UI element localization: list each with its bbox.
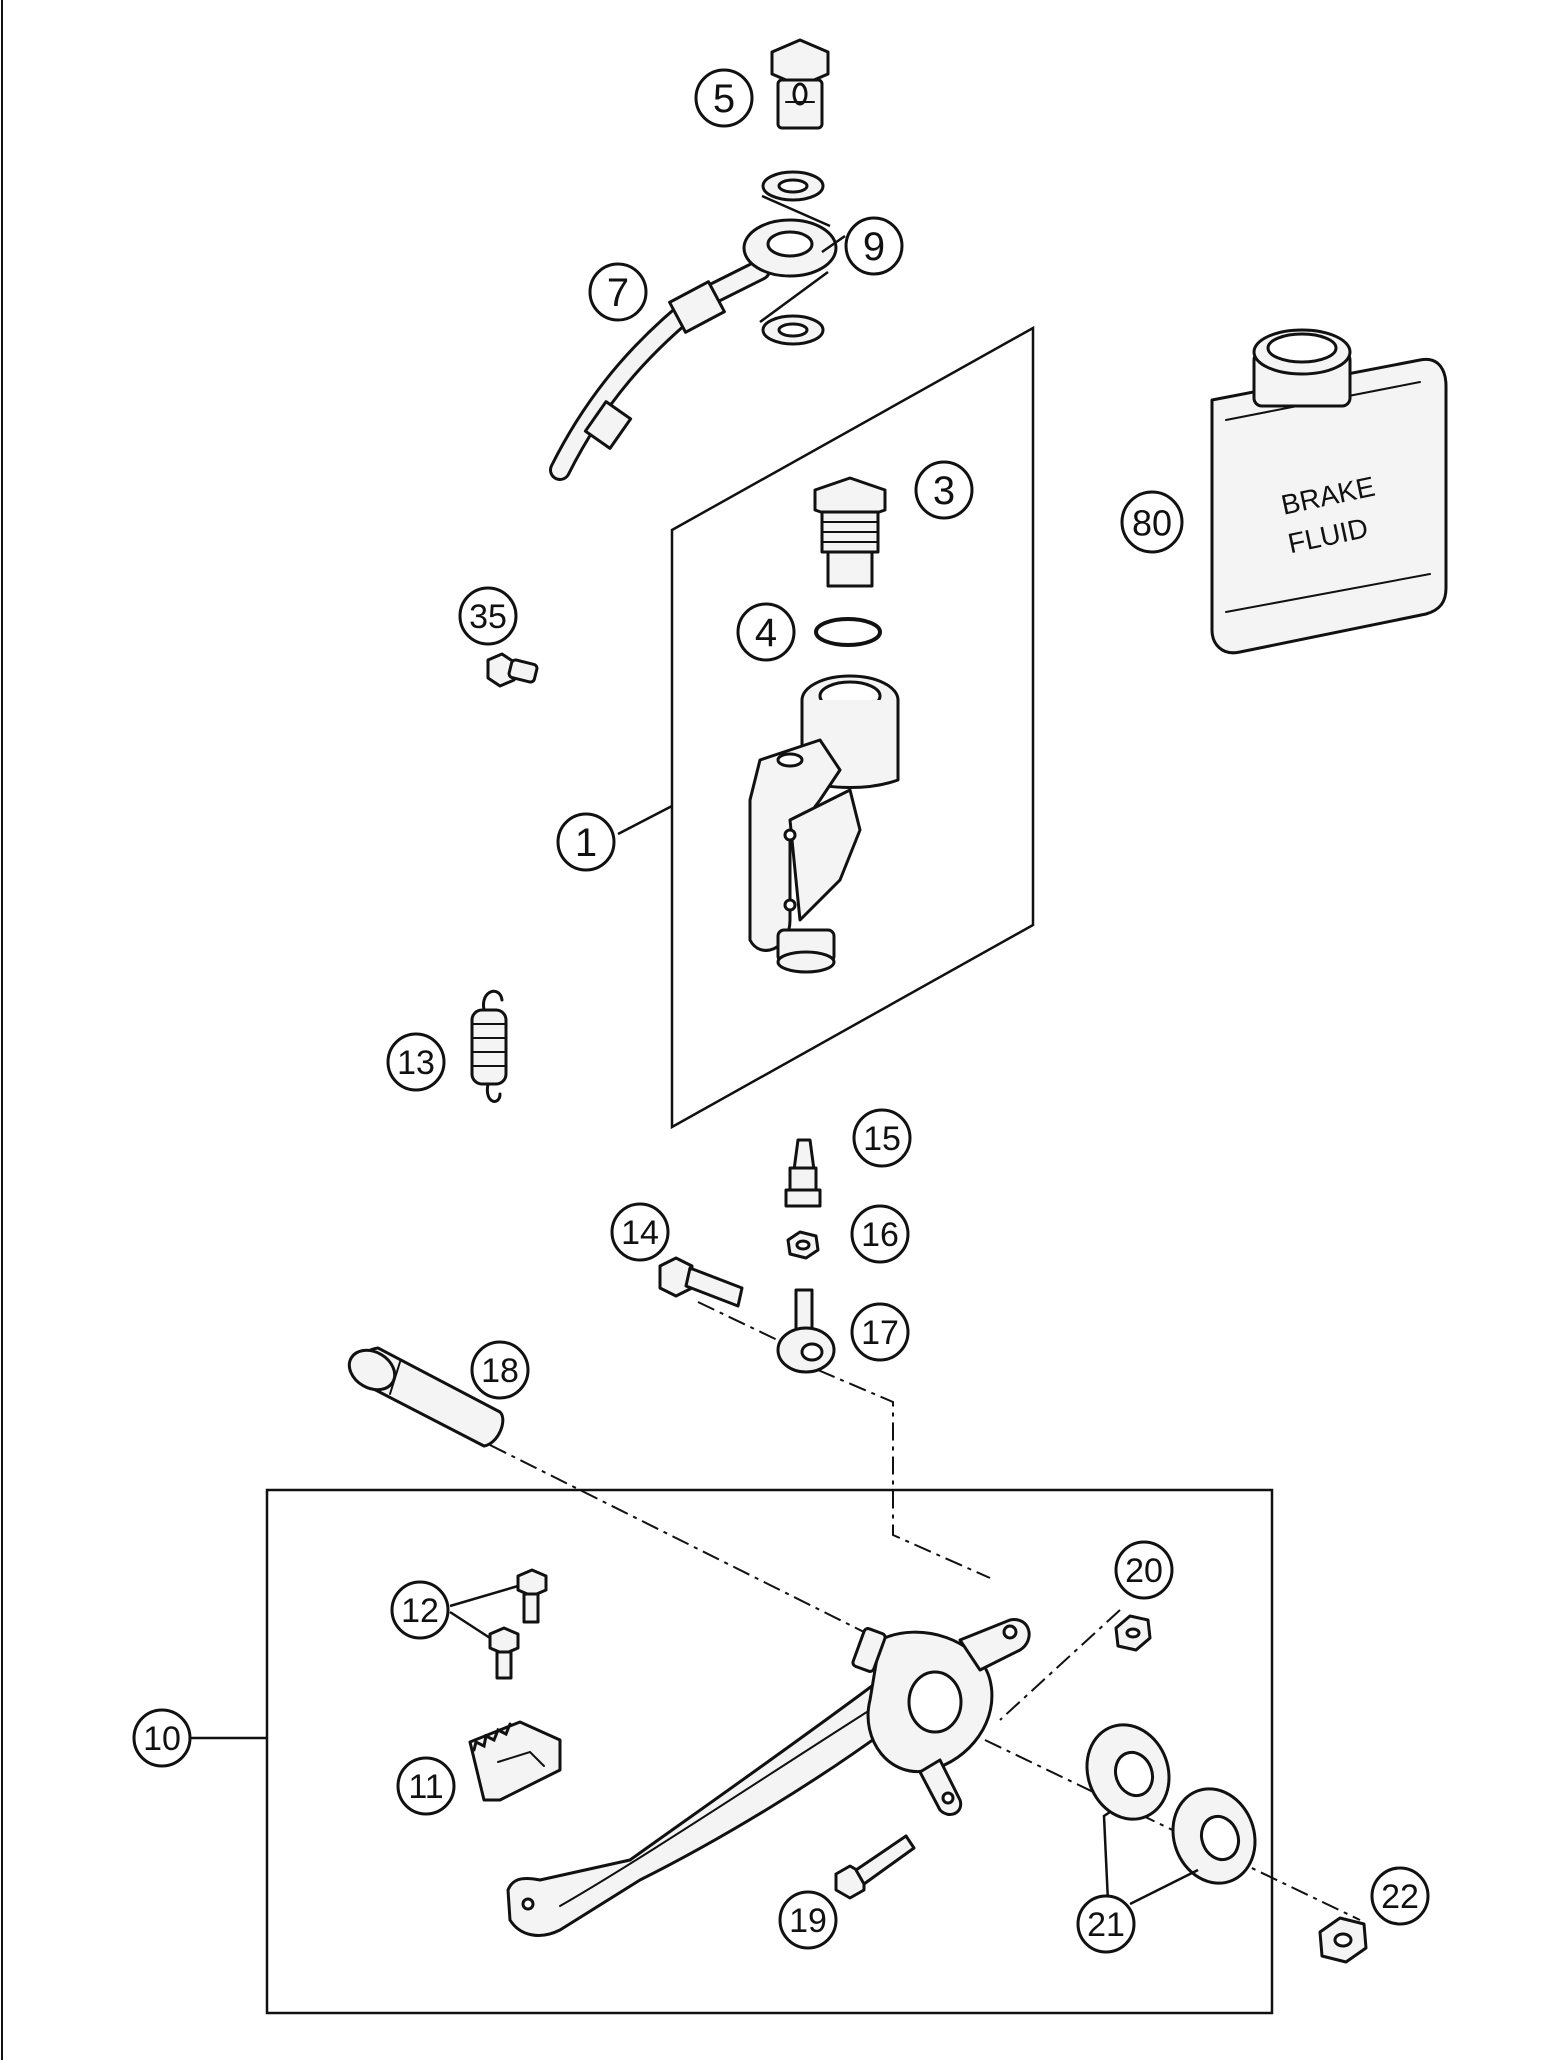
bolt-19 <box>834 1834 916 1900</box>
callout-14: 14 <box>610 1202 670 1262</box>
callout-7-text: 7 <box>607 271 629 315</box>
sealing-washers <box>761 170 825 346</box>
leader-21-right <box>1129 1868 1199 1906</box>
callout-18-text: 18 <box>481 1352 519 1390</box>
callout-22: 22 <box>1370 1866 1430 1926</box>
callout-9: 9 <box>844 216 904 276</box>
bolt-14 <box>658 1256 744 1308</box>
callout-16-text: 16 <box>861 1216 899 1254</box>
pin-axis-line <box>489 1444 881 1641</box>
reservoir-connector <box>813 476 887 588</box>
callout-3: 3 <box>914 460 974 520</box>
leader-21-left <box>1102 1810 1111 1903</box>
master-cylinder-frame <box>670 325 1035 1130</box>
brake-line <box>549 218 838 481</box>
brake-fluid-can: BRAKE FLUID <box>1210 328 1448 655</box>
callout-13-text: 13 <box>397 1044 435 1082</box>
brake-pedal-frame <box>265 1488 1274 2015</box>
nut-16 <box>786 1230 820 1260</box>
callout-10-text: 10 <box>143 1720 181 1758</box>
leader-9-upper <box>761 194 831 228</box>
leader-9-lower <box>759 270 829 324</box>
callout-80: 80 <box>1120 490 1184 554</box>
pedal-axis-line <box>817 1369 991 1579</box>
nut-22 <box>1318 1916 1368 1964</box>
callout-5-text: 5 <box>713 77 735 121</box>
callout-20: 20 <box>1114 1540 1174 1600</box>
callout-17: 17 <box>850 1302 910 1362</box>
callout-19-text: 19 <box>789 1902 827 1940</box>
callout-17-text: 17 <box>861 1314 899 1352</box>
callout-35-text: 35 <box>469 598 507 636</box>
callout-15-text: 15 <box>863 1120 901 1158</box>
master-cylinder <box>748 674 900 974</box>
callout-7: 7 <box>588 262 648 322</box>
callout-35: 35 <box>458 586 518 646</box>
callout-12-text: 12 <box>401 1592 439 1630</box>
nut-axis-line <box>999 1609 1121 1721</box>
callout-14-text: 14 <box>621 1214 659 1252</box>
callout-11-text: 11 <box>408 1768 443 1806</box>
banjo-bolt <box>770 38 830 130</box>
brake-pedal <box>506 1618 1031 1937</box>
leader-12-upper <box>449 1584 519 1608</box>
callout-19: 19 <box>778 1890 838 1950</box>
callout-80-text: 80 <box>1132 503 1172 544</box>
leader-9 <box>821 234 846 254</box>
callout-20-text: 20 <box>1125 1552 1163 1590</box>
callout-22-text: 22 <box>1381 1878 1419 1916</box>
screws-12 <box>488 1568 548 1680</box>
callout-21: 21 <box>1076 1894 1136 1954</box>
callout-10: 10 <box>132 1708 192 1768</box>
callout-16: 16 <box>850 1204 910 1264</box>
callout-9-text: 9 <box>863 225 885 269</box>
callout-3-text: 3 <box>933 469 955 513</box>
return-spring <box>470 989 508 1103</box>
leader-12-lower <box>449 1610 491 1640</box>
o-ring <box>814 617 882 647</box>
callout-13: 13 <box>386 1032 446 1092</box>
callout-21-text: 21 <box>1087 1906 1125 1944</box>
nut-20 <box>1114 1614 1152 1652</box>
callout-18: 18 <box>470 1340 530 1400</box>
callout-1: 1 <box>556 812 616 872</box>
callout-1-text: 1 <box>575 821 597 865</box>
callout-4: 4 <box>736 602 796 662</box>
fork-head-17 <box>776 1288 836 1374</box>
callout-15: 15 <box>852 1108 912 1168</box>
callout-12: 12 <box>390 1580 450 1640</box>
step-plate-11 <box>468 1720 562 1802</box>
callout-5: 5 <box>694 68 754 128</box>
fork-head-15 <box>784 1138 822 1208</box>
small-bolt-35 <box>486 652 539 688</box>
callout-4-text: 4 <box>755 611 777 655</box>
bearings-21 <box>1085 1723 1257 1885</box>
bolt-axis-line <box>697 1301 791 1347</box>
callout-11: 11 <box>396 1756 456 1816</box>
pivot-pin-18 <box>347 1346 505 1448</box>
leader-1 <box>617 804 673 836</box>
